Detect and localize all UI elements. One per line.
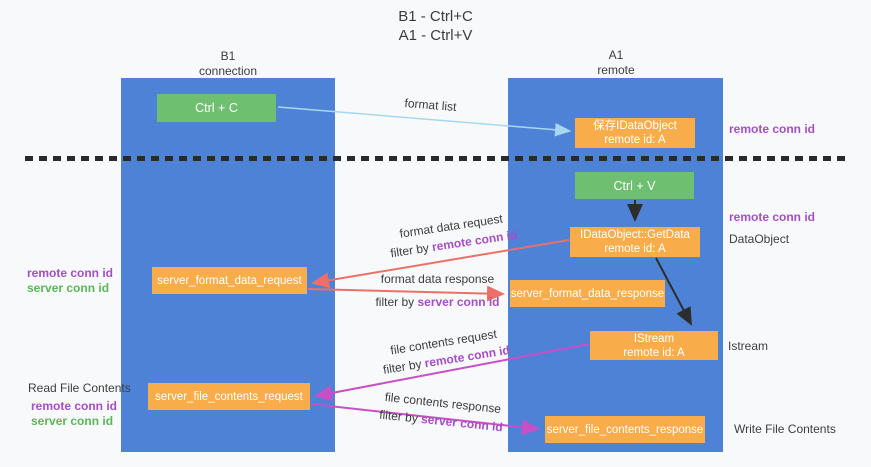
title-line-2: A1 - Ctrl+V bbox=[398, 27, 473, 44]
node-saved-idataobject: 保存IDataObject remote id: A bbox=[575, 118, 695, 148]
node-format-response-label: server_format_data_response bbox=[510, 287, 665, 300]
annotation-read-file-contents: Read File Contents bbox=[28, 381, 131, 395]
annotation-remote-conn-id-left-2: remote conn id bbox=[31, 399, 118, 413]
node-server-format-data-response: server_format_data_response bbox=[510, 280, 665, 307]
flow-label-file-contents-request: file contents request filter by remote c… bbox=[359, 322, 532, 380]
annotation-write-file-contents: Write File Contents bbox=[734, 422, 836, 436]
annotation-server-conn-id-left-2: server conn id bbox=[31, 414, 114, 428]
node-ctrl-c-label: Ctrl + C bbox=[195, 101, 238, 115]
node-getdata-line1: IDataObject::GetData bbox=[580, 229, 690, 241]
section-divider-dashed-line bbox=[25, 156, 847, 161]
filter-prefix: filter by bbox=[378, 407, 422, 426]
node-istream: IStream remote id: A bbox=[590, 331, 718, 360]
node-file-response-label: server_file_contents_response bbox=[546, 423, 704, 436]
node-istream-line1: IStream bbox=[633, 332, 675, 345]
node-file-request-label: server_file_contents_request bbox=[155, 390, 303, 403]
node-saved-idataobject-line2: remote id: A bbox=[604, 134, 666, 146]
flow-label-file-contents-response: file contents response filter by server … bbox=[357, 387, 527, 436]
flow-label-format-list: format list bbox=[383, 94, 479, 115]
node-ctrl-c: Ctrl + C bbox=[157, 94, 276, 122]
node-istream-line2: remote id: A bbox=[623, 346, 685, 359]
annotation-remote-conn-id-mid-right: remote conn id bbox=[729, 210, 816, 224]
lane-right-subtitle: remote bbox=[597, 63, 635, 77]
flow-label-text: format data response bbox=[380, 272, 495, 286]
node-format-request-label: server_format_data_request bbox=[157, 274, 302, 287]
filter-keyword: server conn id bbox=[420, 411, 504, 435]
flow-label-format-list-text: format list bbox=[404, 95, 457, 115]
annotation-remote-conn-id-left-1: remote conn id bbox=[27, 266, 114, 280]
annotation-dataobject: DataObject bbox=[729, 232, 790, 246]
node-saved-idataobject-line1: 保存IDataObject bbox=[593, 120, 677, 132]
annotation-remote-conn-id-top-right: remote conn id bbox=[729, 122, 816, 136]
node-server-file-contents-request: server_file_contents_request bbox=[148, 383, 310, 410]
node-idataobject-getdata: IDataObject::GetData remote id: A bbox=[570, 227, 700, 257]
lane-header-b1-connection: B1 connection bbox=[153, 49, 303, 79]
lane-right-title: A1 bbox=[608, 48, 624, 62]
filter-keyword: server conn id bbox=[417, 295, 500, 309]
flow-label-format-data-response: format data response filter by server co… bbox=[355, 272, 520, 309]
diagram-title: B1 - Ctrl+C A1 - Ctrl+V bbox=[0, 7, 871, 45]
filter-prefix: filter by bbox=[375, 295, 418, 309]
node-ctrl-v-label: Ctrl + V bbox=[613, 178, 656, 193]
lane-left-subtitle: connection bbox=[198, 64, 258, 78]
node-ctrl-v: Ctrl + V bbox=[575, 172, 694, 199]
filter-prefix: filter by bbox=[389, 240, 434, 261]
annotation-istream: Istream bbox=[728, 339, 769, 353]
node-server-format-data-request: server_format_data_request bbox=[152, 267, 307, 294]
lane-header-a1-remote: A1 remote bbox=[541, 48, 691, 78]
node-getdata-line2: remote id: A bbox=[604, 243, 666, 255]
filter-prefix: filter by bbox=[382, 356, 426, 377]
title-line-1: B1 - Ctrl+C bbox=[398, 8, 473, 25]
flow-label-filter: filter by server conn id bbox=[355, 295, 520, 309]
lane-left-title: B1 bbox=[220, 49, 236, 63]
node-server-file-contents-response: server_file_contents_response bbox=[545, 416, 705, 443]
annotation-server-conn-id-left-1: server conn id bbox=[27, 281, 110, 295]
